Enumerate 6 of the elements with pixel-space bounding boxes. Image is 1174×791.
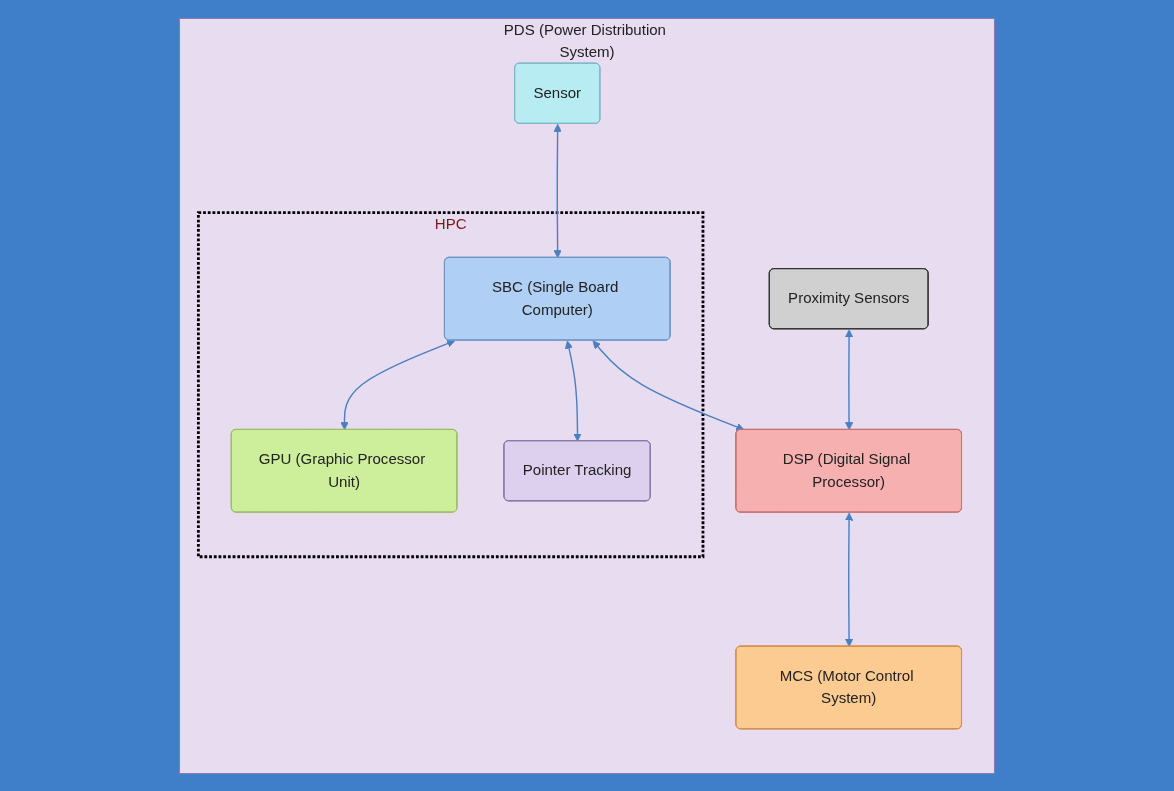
arrow xyxy=(553,123,562,258)
arrow xyxy=(340,339,456,430)
arrow xyxy=(592,339,745,431)
arrow xyxy=(844,512,854,647)
arrow xyxy=(564,340,582,441)
arrow xyxy=(844,328,854,430)
